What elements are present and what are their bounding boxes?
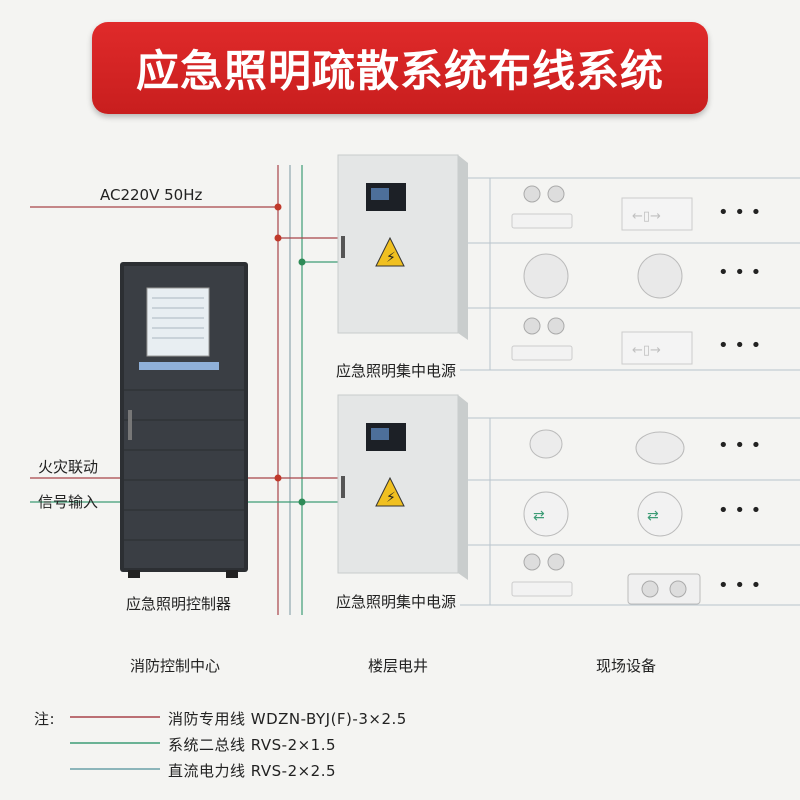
legend-item-fire: 消防专用线 WDZN-BYJ(F)-3×2.5 bbox=[168, 710, 407, 728]
junction-dot bbox=[298, 498, 306, 506]
power-input-label: AC220V 50Hz bbox=[100, 186, 203, 204]
exit-sign-2: ←▯→ bbox=[621, 331, 693, 365]
section-control-center: 消防控制中心 bbox=[130, 657, 221, 675]
junction-dot bbox=[274, 474, 282, 482]
legend-item-bus: 系统二总线 RVS-2×1.5 bbox=[168, 736, 337, 754]
emergency-light-twin-3 bbox=[511, 553, 573, 597]
fire-signal-label-1: 火灾联动 bbox=[38, 458, 99, 476]
emergency-light-twin-2 bbox=[511, 317, 573, 361]
legend-note: 注: bbox=[34, 710, 56, 728]
section-field-equipment: 现场设备 bbox=[596, 657, 657, 675]
power-supply-bottom-label: 应急照明集中电源 bbox=[336, 593, 457, 611]
svg-text:⇄: ⇄ bbox=[647, 508, 659, 524]
double-spotlight bbox=[627, 573, 701, 605]
junction-dot bbox=[298, 258, 306, 266]
fire-signal-label-2: 信号输入 bbox=[38, 493, 99, 511]
round-light-1 bbox=[523, 253, 569, 299]
more-indicator: • • • bbox=[718, 262, 762, 283]
downlight-1 bbox=[529, 429, 563, 459]
evac-sign-round-2: ⇄ bbox=[637, 491, 683, 537]
controller-screen bbox=[146, 287, 210, 357]
svg-text:⇄: ⇄ bbox=[533, 508, 545, 524]
controller-label: 应急照明控制器 bbox=[126, 595, 232, 613]
round-light-2 bbox=[637, 253, 683, 299]
section-floor-shaft: 楼层电井 bbox=[368, 657, 429, 675]
power-supply-top-label: 应急照明集中电源 bbox=[336, 362, 457, 380]
ceiling-light-1 bbox=[635, 431, 685, 465]
svg-text:←▯→: ←▯→ bbox=[632, 343, 661, 358]
more-indicator: • • • bbox=[718, 435, 762, 456]
title-banner: 应急照明疏散系统布线系统 bbox=[92, 22, 708, 114]
svg-text:⚡: ⚡ bbox=[386, 250, 396, 266]
junction-dot bbox=[274, 234, 282, 242]
emergency-light-twin-1 bbox=[511, 185, 573, 229]
junction-dot bbox=[274, 203, 282, 211]
svg-text:←▯→: ←▯→ bbox=[632, 209, 661, 224]
more-indicator: • • • bbox=[718, 500, 762, 521]
exit-sign-1: ←▯→ bbox=[621, 197, 693, 231]
field-grid-bottom bbox=[460, 417, 800, 606]
evac-sign-round-1: ⇄ bbox=[523, 491, 569, 537]
power-supply-bottom-box: ⚡ bbox=[337, 394, 468, 580]
svg-text:⚡: ⚡ bbox=[386, 490, 396, 506]
controller-cabinet bbox=[120, 262, 248, 578]
legend-item-dc: 直流电力线 RVS-2×2.5 bbox=[168, 762, 337, 780]
more-indicator: • • • bbox=[718, 202, 762, 223]
more-indicator: • • • bbox=[718, 335, 762, 356]
more-indicator: • • • bbox=[718, 575, 762, 596]
power-supply-top-box: ⚡ bbox=[337, 154, 468, 340]
page-title: 应急照明疏散系统布线系统 bbox=[136, 47, 664, 97]
field-grid-top bbox=[460, 177, 800, 371]
